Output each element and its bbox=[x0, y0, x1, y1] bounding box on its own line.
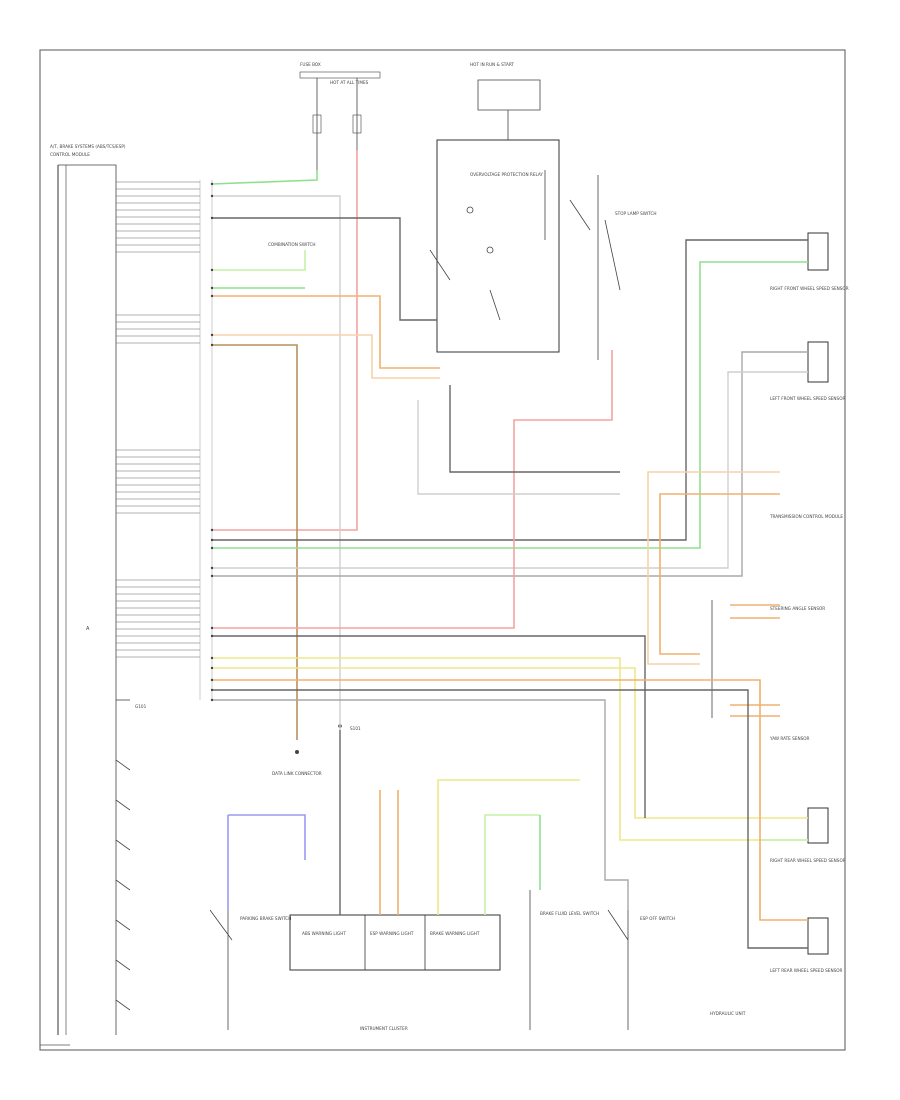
splice: S101 bbox=[338, 724, 361, 731]
steering-label: STEERING ANGLE SENSOR bbox=[770, 606, 825, 611]
module-header: A/T, BRAKE SYSTEMS (ABS/TCS/ESP) bbox=[50, 144, 126, 149]
fuse-box-label: FUSE BOX bbox=[300, 62, 321, 67]
instrument-cluster: ABS WARNING LIGHT ESP WARNING LIGHT BRAK… bbox=[289, 914, 501, 1031]
diagram-frame bbox=[39, 49, 846, 1051]
esp-off-label: ESP OFF SWITCH bbox=[640, 916, 675, 921]
brake-fluid-switch: BRAKE FLUID LEVEL SWITCH bbox=[529, 890, 599, 1030]
splice-label: S101 bbox=[350, 726, 361, 731]
abs-control-module: A/T, BRAKE SYSTEMS (ABS/TCS/ESP) CONTROL… bbox=[40, 144, 126, 1046]
module-header-2: CONTROL MODULE bbox=[50, 152, 90, 157]
transmission-module: TRANSMISSION CONTROL MODULE bbox=[769, 514, 843, 519]
stop-lamp-switch: STOP LAMP SWITCH bbox=[597, 175, 657, 360]
connector-rows bbox=[116, 181, 200, 658]
pin-dots bbox=[210, 182, 214, 702]
right-rear-sensor: RIGHT REAR WHEEL SPEED SENSOR bbox=[770, 807, 846, 863]
combination-switch-label: COMBINATION SWITCH bbox=[268, 242, 316, 247]
yaw-label: YAW RATE SENSOR bbox=[769, 736, 810, 741]
abs-warning-label: ABS WARNING LIGHT bbox=[302, 931, 346, 936]
hydraulic-unit: HYDRAULIC UNIT bbox=[710, 1011, 746, 1016]
dlc-label: DATA LINK CONNECTOR bbox=[272, 771, 322, 776]
data-link-connector: DATA LINK CONNECTOR bbox=[272, 750, 322, 776]
relay-box: OVERVOLTAGE PROTECTION RELAY HOT IN RUN … bbox=[429, 62, 591, 353]
module-letter: A bbox=[86, 626, 90, 632]
rf-sensor-label: RIGHT FRONT WHEEL SPEED SENSOR bbox=[770, 286, 849, 291]
relay-fuse-label: HOT IN RUN & START bbox=[470, 62, 514, 67]
parking-brake-switch: PARKING BRAKE SWITCH bbox=[209, 909, 291, 1030]
fuse-top: FUSE BOX HOT AT ALL TIMES bbox=[299, 62, 381, 170]
esp-off-switch: ESP OFF SWITCH bbox=[607, 909, 675, 1030]
brake-fluid-label: BRAKE FLUID LEVEL SWITCH bbox=[540, 911, 599, 916]
cluster-label: INSTRUMENT CLUSTER bbox=[360, 1026, 408, 1031]
steering-sensor: STEERING ANGLE SENSOR bbox=[711, 600, 825, 718]
esp-warning-label: ESP WARNING LIGHT bbox=[370, 931, 414, 936]
ground-label: G101 bbox=[135, 704, 147, 709]
rr-sensor-label: RIGHT REAR WHEEL SPEED SENSOR bbox=[770, 858, 846, 863]
left-front-sensor: LEFT FRONT WHEEL SPEED SENSOR bbox=[770, 341, 846, 401]
brake-warning-label: BRAKE WARNING LIGHT bbox=[430, 931, 480, 936]
fuse-hot-label: HOT AT ALL TIMES bbox=[330, 80, 369, 85]
pin-column bbox=[199, 180, 213, 700]
wire-bundle bbox=[211, 150, 808, 949]
left-rear-sensor: LEFT REAR WHEEL SPEED SENSOR bbox=[770, 917, 843, 973]
ground-left: G101 bbox=[115, 699, 147, 1011]
parking-brake-label: PARKING BRAKE SWITCH bbox=[240, 916, 291, 921]
relay-box-label: OVERVOLTAGE PROTECTION RELAY bbox=[470, 172, 543, 177]
combination-switch: COMBINATION SWITCH bbox=[268, 242, 316, 247]
stop-lamp-label: STOP LAMP SWITCH bbox=[615, 211, 657, 216]
lf-sensor-label: LEFT FRONT WHEEL SPEED SENSOR bbox=[770, 396, 846, 401]
yaw-sensor: YAW RATE SENSOR bbox=[769, 736, 810, 741]
hydraulic-label: HYDRAULIC UNIT bbox=[710, 1011, 746, 1016]
lr-sensor-label: LEFT REAR WHEEL SPEED SENSOR bbox=[770, 968, 843, 973]
tcm-label: TRANSMISSION CONTROL MODULE bbox=[769, 514, 843, 519]
right-front-sensor: RIGHT FRONT WHEEL SPEED SENSOR bbox=[770, 232, 849, 291]
